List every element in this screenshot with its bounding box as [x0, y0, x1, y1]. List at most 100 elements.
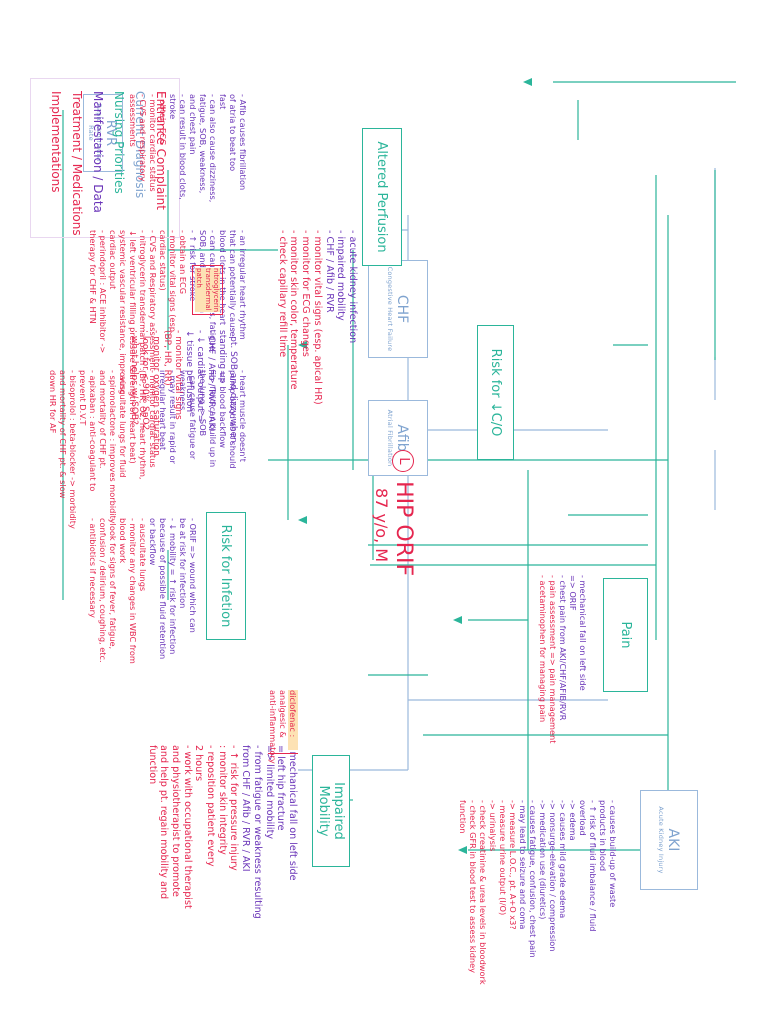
afib-note: - perindopril : ACE inhibitor ->: [98, 230, 108, 354]
co-note: standing up: [217, 330, 228, 384]
perfusion-note: - CHF / Afib / RVR: [323, 230, 335, 313]
mobility-label: Impaired Mobility: [316, 782, 346, 840]
nitro-line: patch: [194, 268, 204, 313]
priority-impaired-mobility: Impaired Mobility: [312, 755, 350, 867]
rvr-note: assessments: [128, 94, 138, 147]
hip-orif-title: HIP ORIF: [391, 481, 416, 577]
chf-note: and mortality of CHF pt.: [98, 370, 108, 469]
infection-note: blood work: [118, 518, 128, 564]
afib-note: systemic vascular resistance, improving: [118, 230, 128, 395]
mobility-note: 2 hours: [193, 745, 205, 782]
aki-note: -> nonsurge-elevation / compression: [548, 800, 558, 952]
mobility-note: - from fatigue or weakness resulting: [251, 745, 263, 919]
mobility-note: and help pt. regain mobility and: [158, 745, 170, 900]
chf-note: and mortality of CHF pt. & slow: [58, 370, 68, 499]
co-note: ↓ tissue perfusion: [184, 330, 195, 413]
pain-label: Pain: [618, 621, 633, 649]
co-note: (BP, HR, RR): [162, 330, 173, 386]
mobility-note: from CHF / Afib / RVR / AKI: [240, 745, 252, 872]
infection-note: - ORIF => wound which can: [188, 518, 198, 633]
perfusion-label: Altered Perfusion: [374, 141, 390, 253]
infection-label: Risk for Infetion: [218, 524, 234, 628]
entrance-complaint: L HIP ORIF 87 y/o, M: [372, 450, 416, 576]
afib-note: cardiac output: [108, 230, 118, 290]
rvr-note: - monitor cardiac status: [148, 94, 158, 192]
infection-note: - monitor any changes in WBC from: [128, 518, 138, 664]
legend-treatment-medications: Treatment / Medications: [70, 91, 84, 236]
aki-note: - may lead to seizure and coma: [518, 800, 528, 930]
diclofenac-note: diclofenac : analgesic & anti-inflammato…: [268, 690, 298, 764]
co-note: - pt. SOB and dizzy when: [228, 330, 238, 443]
aki-note: products in blood: [598, 800, 608, 872]
rvr-note: fatigue, SOB, weakness,: [198, 94, 208, 194]
aki-note: - causes build-up of waste: [608, 800, 618, 908]
aki-note: function: [458, 800, 468, 834]
pain-note: - acetaminophen for managing pain: [538, 575, 548, 723]
rvr-note: and chest pain: [188, 94, 198, 155]
left-circle-icon: L: [392, 450, 415, 472]
pain-note: - chest pain from AKI/CHF/AFIB/RVR: [558, 575, 568, 721]
co-note: - ↓ cardiac output =: [195, 330, 206, 423]
infection-note: because of possible fluid retention: [158, 518, 168, 660]
pain-notes: - mechanical fall on left side => ORIF -…: [538, 575, 588, 744]
co-label: Risk for ↓C/O: [488, 348, 503, 437]
aki-note: - causes fatigue, confusion, chest pain: [528, 800, 538, 958]
patient-info: 87 y/o, M: [372, 488, 391, 563]
infection-note: - auscultate lungs: [138, 518, 148, 592]
infection-note: be at risk for infection: [178, 518, 188, 609]
rvr-note: - Afib causes fibrillation: [238, 94, 248, 191]
aki-title: AKI: [665, 828, 681, 852]
rvr-note: fast: [218, 94, 228, 110]
nitroglycerin-note: nitroglycerin transdermal patch: [191, 265, 223, 316]
infection-notes: - ORIF => wound which can be at risk for…: [88, 518, 198, 708]
mobility-note: function: [146, 745, 158, 785]
diclofenac-line: diclofenac :: [288, 690, 298, 750]
diagnosis-chf: CHF Congestive Heart Failure: [368, 260, 428, 358]
aki-note: -> medication use (diuretics): [538, 800, 548, 920]
chf-note: - bisoprolol : beta-blocker -> morbidity: [68, 370, 78, 529]
perfusion-note: - impaired mobility: [335, 230, 347, 321]
infection-note: - look for signs of fever, fatigue,: [108, 518, 118, 650]
mobility-note: and physiotherapist to promote: [169, 745, 181, 897]
co-note: - CHF / Afib / RVR / AKI: [206, 330, 217, 432]
perfusion-notes: - acute kidney infection - impaired mobi…: [276, 230, 358, 430]
chf-note: down HR for AF: [48, 370, 58, 434]
infection-note: - antibiotics if necessary: [88, 518, 98, 618]
co-note: - monitor vital signs: [173, 330, 184, 420]
co-note: : what helps w/ SOB?: [129, 330, 140, 425]
aki-note: -> causes mild grade edema: [558, 800, 568, 919]
perfusion-note: - monitor skin color, temperature: [288, 230, 300, 390]
rvr-notes: - Afib causes fibrillation of atria to b…: [128, 94, 248, 224]
aki-note: - measure urine output (I/O): [498, 800, 508, 916]
rvr-note: - CVS and respiratory: [138, 94, 148, 182]
nitro-line: transdermal: [203, 268, 212, 313]
legend-manifestation-data: Manifestation / Data: [91, 91, 105, 213]
mobility-note: - ↑ risk for pressure injury: [228, 745, 240, 871]
priority-risk-infection: Risk for Infetion: [206, 512, 246, 640]
chf-note: - heart muscle doesn't: [238, 370, 248, 462]
rvr-note: - can also cause dizziness,: [208, 94, 218, 203]
afib-note: - an irregular heart rhythm: [238, 230, 248, 340]
mobility-notes: - mechanical fall on left side = left hi…: [146, 745, 298, 945]
perfusion-note: - monitor for ECG changes: [300, 230, 312, 357]
aki-note: -> urinalysis: [488, 800, 498, 852]
afib-note: therapy for CHF & HTN: [88, 230, 98, 324]
mobility-note: - reposition patient every: [205, 745, 217, 867]
chf-subtitle: Congestive Heart Failure: [386, 266, 394, 352]
aki-subtitle: Acute Kidney Injury: [657, 806, 665, 874]
pain-note: - pain assessment => pain management: [548, 575, 558, 744]
co-note: - monitor oxygen saturation: [151, 330, 162, 456]
chf-note: - spironolactone : improves morbidity: [108, 370, 118, 524]
chf-title: CHF: [394, 294, 410, 324]
aki-note: -> measure L.O.C., pt. A+O x3?: [508, 800, 518, 930]
priority-risk-co: Risk for ↓C/O: [477, 325, 514, 460]
pain-note: => ORIF: [568, 575, 578, 611]
infection-note: - ↓ mobility = ↑ risk for infection: [168, 518, 178, 655]
chf-note: prevent D.V.T: [78, 370, 88, 426]
diagnosis-aki: AKI Acute Kidney Injury: [640, 790, 698, 890]
aki-note: - check creatinine & urea levels in bloo…: [478, 800, 488, 985]
diclofenac-line: analgesic &: [278, 690, 288, 738]
priority-altered-perfusion: Altered Perfusion: [362, 128, 402, 266]
